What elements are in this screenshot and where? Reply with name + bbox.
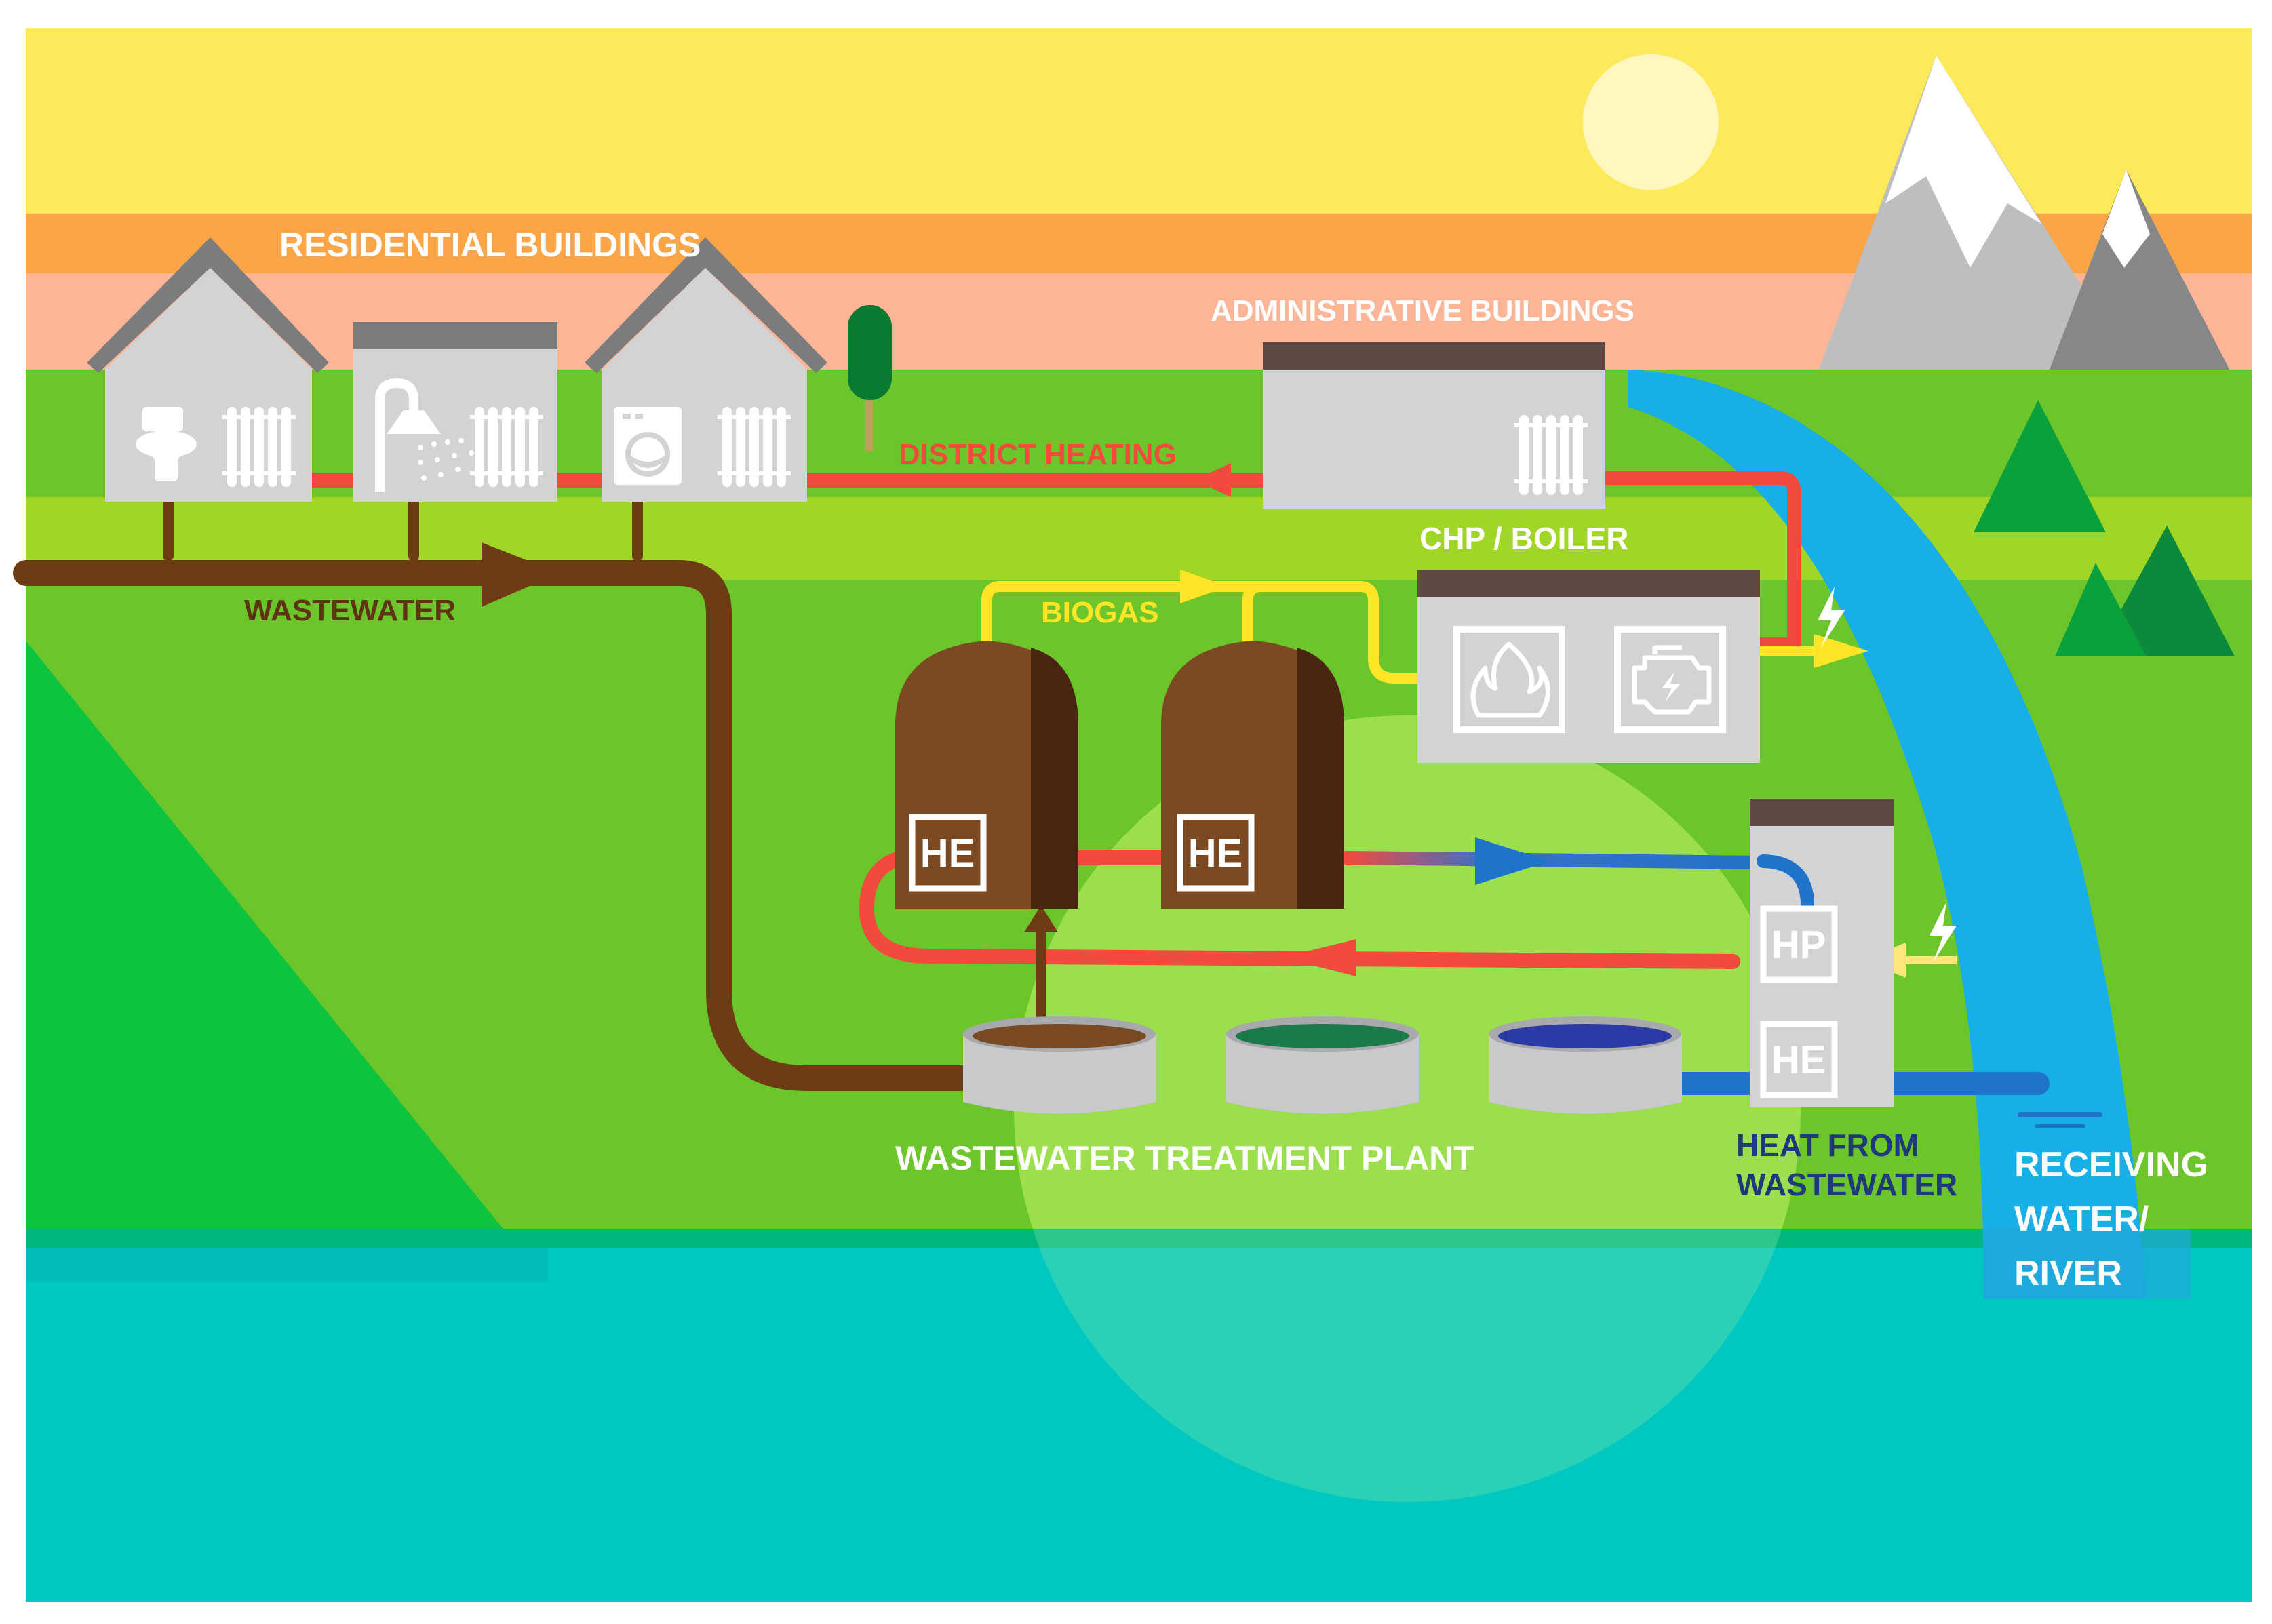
he-box <box>909 814 987 892</box>
washing-machine-icon <box>614 407 682 485</box>
mountain-icon <box>1818 56 2231 373</box>
radiator-icon <box>222 407 296 487</box>
scene-background <box>26 28 2252 1602</box>
tree-icon <box>1974 400 2235 656</box>
label-line: WASTEWATER <box>1736 1167 1957 1202</box>
wastewater-main <box>13 560 983 1091</box>
power-output-arrow <box>1814 634 1868 668</box>
lake-edge <box>26 1248 548 1282</box>
tank-secondary <box>1226 1016 1419 1114</box>
district-heating-return <box>1595 471 1801 651</box>
heat-pump-building: HP HE <box>1750 799 1894 1107</box>
lake-glow <box>1014 715 1801 1502</box>
administrative-building <box>1263 342 1605 509</box>
sludge-arrow <box>1024 905 1058 932</box>
lightning-icon <box>1930 902 1957 963</box>
residential-buildings <box>87 237 827 502</box>
water-surface-mark <box>2018 1112 2102 1117</box>
label-wastewater: WASTEWATER <box>244 594 456 627</box>
sky <box>26 28 2252 215</box>
he-label: HE <box>1771 1038 1826 1082</box>
digester: HE <box>895 641 1078 909</box>
hp-label: HP <box>1771 923 1826 967</box>
river <box>1628 370 2147 1299</box>
lightning-icon <box>1662 671 1681 702</box>
label-biogas: BIOGAS <box>1041 596 1159 629</box>
he-box <box>1177 814 1255 892</box>
hill-left <box>26 641 546 1282</box>
wastewater-arrow <box>482 542 560 607</box>
treatment-tanks <box>963 1016 1682 1114</box>
radiator-icon <box>470 407 543 487</box>
river-mouth <box>1984 1229 2191 1299</box>
label-heat-from-wastewater: HEAT FROM WASTEWATER <box>1736 1128 1957 1202</box>
flame-icon <box>1470 641 1550 718</box>
radiator-icon <box>1514 415 1588 495</box>
label-district-heating: DISTRICT HEATING <box>899 438 1177 471</box>
he-box <box>1760 1021 1838 1098</box>
he-label: HE <box>920 831 975 875</box>
label-administrative-buildings: ADMINISTRATIVE BUILDINGS <box>1211 294 1634 328</box>
tank-primary <box>963 1016 1156 1114</box>
engine-icon <box>1632 645 1712 715</box>
radiator-icon <box>718 407 791 487</box>
label-line: RECEIVING <box>2014 1145 2208 1185</box>
tank-tertiary <box>1489 1016 1682 1114</box>
chp-engine-unit <box>1614 626 1726 733</box>
hp-box <box>1760 905 1838 983</box>
sun-icon <box>1583 54 1719 190</box>
digester-heat-loop <box>859 848 1740 969</box>
water-surface-mark <box>2035 1124 2085 1128</box>
cold-water-arrow <box>1475 837 1550 885</box>
hot-water-arrow <box>1282 939 1356 976</box>
he-label: HE <box>1188 831 1243 875</box>
label-line: RIVER <box>2014 1254 2122 1293</box>
biogas-arrow <box>1180 570 1228 603</box>
digester: HE <box>1161 641 1344 909</box>
biogas-pipe <box>981 581 1443 684</box>
label-residential-buildings: RESIDENTIAL BUILDINGS <box>279 226 701 264</box>
shore-band <box>26 1229 2252 1249</box>
label-receiving-water: RECEIVING WATER/ RIVER <box>2014 1145 2218 1293</box>
chp-boiler-building <box>1417 570 1760 763</box>
biogas-pipe <box>1242 581 1267 646</box>
shower-icon <box>375 378 474 492</box>
label-line: WATER/ <box>2014 1200 2149 1239</box>
toilet-icon <box>136 407 197 481</box>
electricity-input-line <box>1902 956 1957 964</box>
lake <box>26 1248 2252 1602</box>
boiler-unit <box>1453 626 1565 733</box>
label-chp-boiler: CHP / BOILER <box>1419 521 1628 556</box>
digesters: HE HE <box>895 641 1344 909</box>
label-line: HEAT FROM <box>1736 1128 1919 1163</box>
lightning-icon <box>1818 587 1845 648</box>
label-wastewater-treatment-plant: WASTEWATER TREATMENT PLANT <box>895 1139 1474 1177</box>
labels: RESIDENTIAL BUILDINGS ADMINISTRATIVE BUI… <box>244 226 2218 1293</box>
district-heating-arrow <box>1194 463 1231 497</box>
tree-icon <box>848 305 892 451</box>
